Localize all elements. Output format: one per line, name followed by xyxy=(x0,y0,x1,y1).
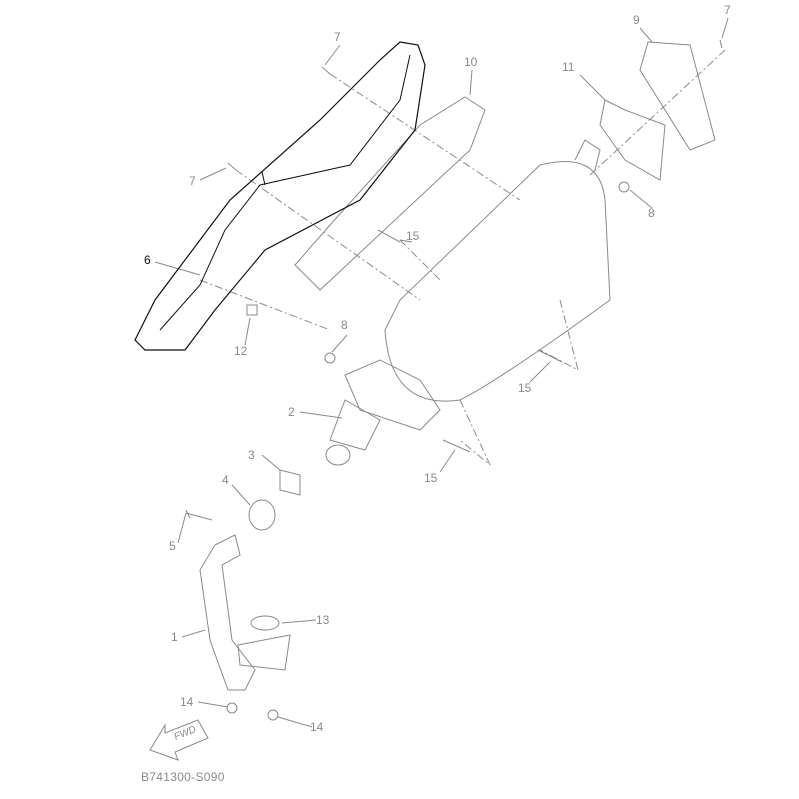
callout-14: 14 xyxy=(310,720,324,734)
part-15-bolt xyxy=(377,229,401,243)
part-15-bolt xyxy=(537,349,563,363)
callout-4: 4 xyxy=(222,473,229,487)
callout-7: 7 xyxy=(724,3,731,17)
part-5-bolt xyxy=(185,509,213,521)
callout-15: 15 xyxy=(406,229,420,243)
muffler-body xyxy=(384,161,611,402)
part-7-bolt xyxy=(719,39,723,49)
callout-8: 8 xyxy=(341,318,348,332)
leader-lines xyxy=(154,17,729,728)
callout-2: 2 xyxy=(288,405,295,419)
muffler-tail xyxy=(344,359,441,431)
part-9-cap xyxy=(639,41,716,151)
part-11-protector xyxy=(599,99,666,181)
callout-6: 6 xyxy=(144,253,151,267)
callout-1: 1 xyxy=(171,630,178,644)
part-3-gasket xyxy=(279,469,301,496)
part-6-heat-shield xyxy=(134,41,426,351)
part-15-bolt xyxy=(442,439,471,453)
callout-7: 7 xyxy=(189,174,196,188)
callout-9: 9 xyxy=(633,13,640,27)
callout-13: 13 xyxy=(316,613,330,627)
callout-8: 8 xyxy=(648,206,655,220)
callout-3: 3 xyxy=(248,448,255,462)
muffler-outlet xyxy=(574,139,601,171)
callout-7: 7 xyxy=(334,30,341,44)
dash-lines xyxy=(199,49,726,466)
callout-12: 12 xyxy=(234,344,248,358)
part-12-clip xyxy=(246,304,258,316)
part-1-flange xyxy=(237,634,291,671)
part-4-clamp xyxy=(248,499,276,531)
callout-11: 11 xyxy=(562,60,575,74)
part-2-joint xyxy=(329,399,381,451)
part-8-nut xyxy=(618,181,630,193)
part-8-nut xyxy=(324,352,336,364)
callout-15: 15 xyxy=(518,381,532,395)
part-2-pipe-end xyxy=(325,444,351,466)
callout-14: 14 xyxy=(180,695,194,709)
part-7-bolt xyxy=(321,66,331,75)
callout-15: 15 xyxy=(424,471,438,485)
part-7-bolt xyxy=(227,162,237,171)
part-10-protector xyxy=(294,96,486,291)
fwd-arrow-icon xyxy=(149,719,209,761)
part-6-heat-shield-edge xyxy=(159,54,411,331)
callout-5: 5 xyxy=(169,539,176,553)
part-1-exhaust-pipe xyxy=(199,534,256,691)
diagram-code: B741300-S090 xyxy=(141,770,225,784)
part-14-nut xyxy=(226,702,238,714)
part-14-nut xyxy=(267,709,279,721)
part-13-gasket xyxy=(250,615,280,631)
callout-10: 10 xyxy=(464,55,478,69)
